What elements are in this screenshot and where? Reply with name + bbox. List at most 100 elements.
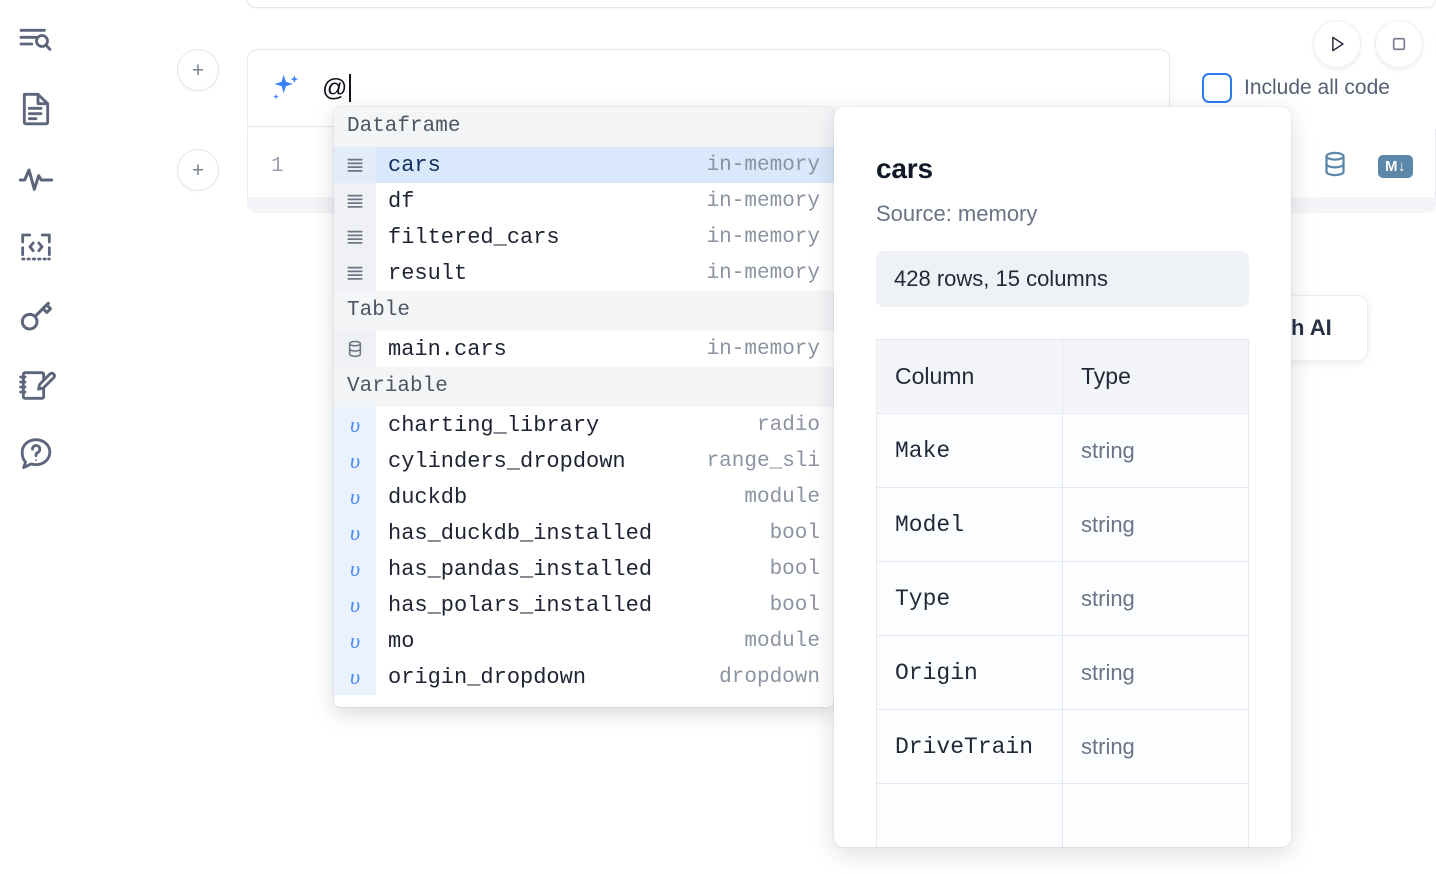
document-icon[interactable] [14,87,58,131]
autocomplete-item-label: origin_dropdown [388,664,587,690]
scratchpad-icon[interactable] [14,363,58,407]
database-icon[interactable] [1320,149,1350,184]
text-cursor [348,74,351,102]
autocomplete-item[interactable]: filtered_cars in-memory [334,219,834,255]
markdown-badge[interactable]: M↓ [1378,155,1413,178]
include-all-code-label: Include all code [1244,76,1390,99]
dataframe-preview-panel: cars Source: memory 428 rows, 15 columns… [834,107,1291,847]
variable-icon: υ [334,623,376,659]
variable-icon: υ [334,587,376,623]
schema-column-name [876,783,1063,847]
autocomplete-item-type: module [744,629,820,653]
table-header-row: Column Type [876,339,1249,414]
preview-shape-badge: 428 rows, 15 columns [876,251,1249,307]
autocomplete-group-header: Table [334,291,834,331]
autocomplete-item-label: mo [388,628,415,654]
preview-title: cars [876,153,933,184]
variable-icon: υ [334,443,376,479]
autocomplete-item-type: bool [769,521,820,545]
dataframe-icon [334,183,376,219]
variable-icon: υ [334,659,376,695]
autocomplete-item-label: filtered_cars [388,224,560,250]
autocomplete-item-type: in-memory [706,337,820,361]
stop-cell-button[interactable] [1375,20,1423,68]
add-cell-button-below[interactable]: + [177,149,219,191]
autocomplete-item[interactable]: result in-memory [334,255,834,291]
activity-icon[interactable] [14,156,58,200]
autocomplete-item-label: charting_library [388,412,600,438]
autocomplete-item-type: bool [769,593,820,617]
run-controls [1313,20,1436,68]
autocomplete-item-type: radio [756,413,820,437]
previous-cell-card [247,0,1436,8]
schema-column-type: string [1062,487,1249,562]
autocomplete-item[interactable]: cars in-memory [334,147,834,183]
variable-icon: υ [334,407,376,443]
autocomplete-item-label: result [388,260,468,286]
left-icon-rail [0,0,72,874]
autocomplete-item[interactable]: υ has_duckdb_installed bool [334,515,834,551]
ai-prompt-input[interactable]: @ [322,68,1169,108]
autocomplete-item-type: in-memory [706,189,820,213]
autocomplete-item[interactable]: υ charting_library radio [334,407,834,443]
preview-source: Source: memory [876,201,1038,226]
autocomplete-item-type: in-memory [706,153,820,177]
explorer-search-icon[interactable] [14,18,58,62]
key-icon[interactable] [14,294,58,338]
autocomplete-item-type: in-memory [706,261,820,285]
dataframe-icon [334,147,376,183]
schema-column-name: Make [876,413,1063,488]
autocomplete-item-type: dropdown [719,665,820,689]
line-number: 1 [271,155,284,178]
run-cell-button[interactable] [1313,20,1361,68]
schema-column-type: string [1062,413,1249,488]
autocomplete-item-type: in-memory [706,225,820,249]
dataframe-icon [334,219,376,255]
add-cell-button-above[interactable]: + [177,49,219,91]
schema-column-name: DriveTrain [876,709,1063,784]
code-snippet-icon[interactable] [14,225,58,269]
autocomplete-item-label: has_pandas_installed [388,556,653,582]
autocomplete-item[interactable]: υ has_pandas_installed bool [334,551,834,587]
schema-column-type: string [1062,635,1249,710]
variable-icon: υ [334,551,376,587]
variable-icon: υ [334,515,376,551]
autocomplete-item-type: bool [769,557,820,581]
cell-icon-group: M↓ [1320,149,1413,184]
schema-column-type [1062,783,1249,847]
table-icon [334,331,376,367]
help-chat-icon[interactable] [14,432,58,476]
include-all-code-row[interactable]: Include all code [1202,73,1390,103]
schema-column-type: string [1062,709,1249,784]
autocomplete-item-type: module [744,485,820,509]
include-all-code-checkbox[interactable] [1202,73,1232,103]
autocomplete-item-label: main.cars [388,336,507,362]
variable-icon: υ [334,479,376,515]
schema-column-name: Model [876,487,1063,562]
autocomplete-group-header: Variable [334,367,834,407]
column-header-column: Column [876,339,1063,414]
autocomplete-item-label: df [388,188,415,214]
autocomplete-item-label: has_duckdb_installed [388,520,653,546]
autocomplete-item[interactable]: df in-memory [334,183,834,219]
schema-column-type: string [1062,561,1249,636]
autocomplete-item[interactable]: υ origin_dropdown dropdown [334,659,834,695]
autocomplete-item-label: cylinders_dropdown [388,448,626,474]
table-row [876,783,1249,847]
autocomplete-item-label: cars [388,152,441,178]
autocomplete-item[interactable]: main.cars in-memory [334,331,834,367]
schema-column-name: Origin [876,635,1063,710]
schema-column-name: Type [876,561,1063,636]
